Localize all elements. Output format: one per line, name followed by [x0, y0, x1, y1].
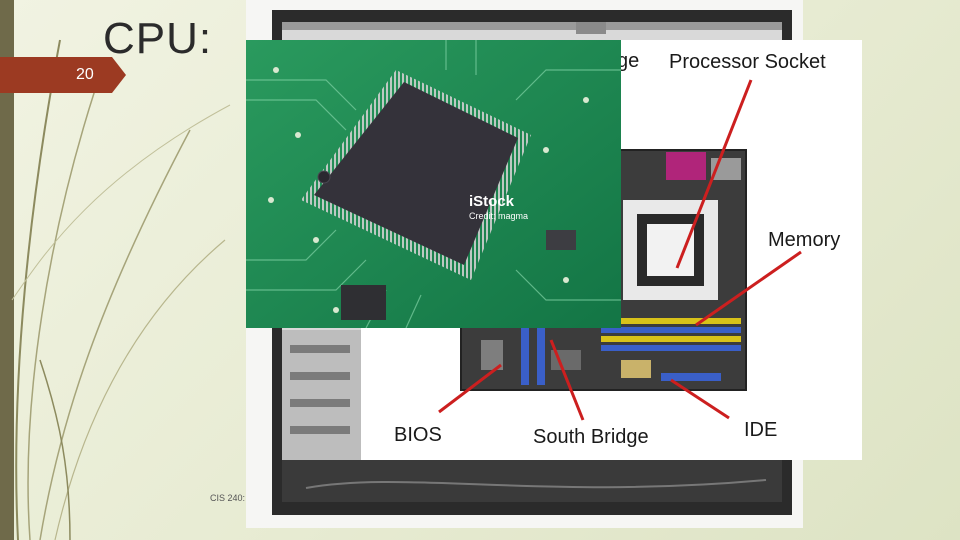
watermark-credit: Credit: magma	[469, 211, 529, 221]
north-bridge-label-partial: ge	[617, 50, 640, 72]
slide-number-tab	[0, 57, 126, 93]
south-bridge-label: South Bridge	[533, 426, 649, 448]
processor-socket-label: Processor Socket	[669, 51, 826, 73]
bios-label: BIOS	[394, 424, 442, 446]
watermark-brand: iStock	[469, 193, 515, 210]
slide-title: CPU:	[103, 14, 213, 63]
istock-watermark: iStock Credit: magma	[469, 193, 528, 221]
slide-number: 20	[76, 66, 94, 83]
slide-footer: CIS 240:	[210, 493, 246, 503]
left-accent-strip	[0, 0, 14, 540]
memory-label: Memory	[768, 229, 841, 251]
ide-label: IDE	[744, 419, 778, 441]
cpu-chip-photo	[246, 40, 621, 328]
decorative-curves	[11, 39, 231, 540]
